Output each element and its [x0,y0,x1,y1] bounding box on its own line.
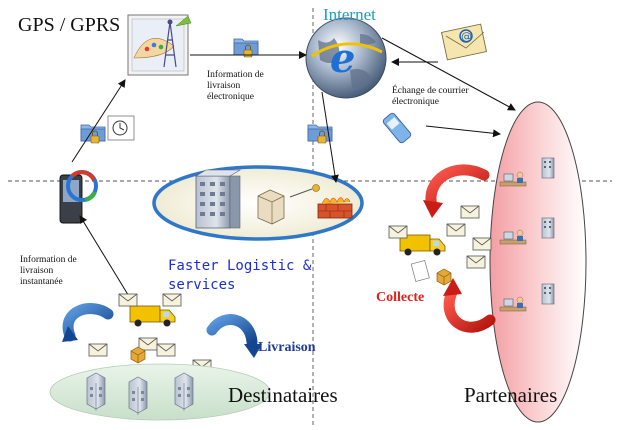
folder-lock-icon-2 [81,125,105,143]
company-name-label: Faster Logistic & services [168,258,312,293]
info-livraison-instantanee-label: Information de livraison instantanée [20,255,77,287]
gps-gprs-label: GPS / GPRS [18,14,121,36]
company-building-icon [194,169,242,229]
key-icon [289,184,320,198]
livraison-label: Livraison [258,340,316,355]
arrow-pda-to-gps [71,79,126,163]
folder-lock-icon-4 [107,115,135,141]
echange-courrier-label: Échange de courrier électronique [392,86,469,107]
arrow-internet-to-company [321,91,339,183]
firewall-icon [317,197,353,219]
collecte-label: Collecte [376,290,425,305]
arrow-internet-to-partners [381,37,516,111]
livraison-cycle-arrows [62,303,262,358]
destinataire-building-2 [128,376,148,416]
collecte-cycle-arrows [423,164,496,333]
partners-oval [489,101,587,423]
email-at-icon: @ [440,23,488,61]
svg-text:e: e [330,35,355,82]
internet-globe-icon: e [305,17,387,99]
destinataire-building-1 [86,372,106,412]
info-livraison-electronique-label: Information de livraison électronique [207,70,264,102]
destinataires-label: Destinataires [228,383,338,407]
arrow-delivery-to-pda [79,215,131,299]
svg-text:@: @ [461,30,472,43]
destinataire-building-3 [174,372,194,412]
collecte-envelopes [388,205,492,286]
folder-lock-icon-1 [234,39,258,57]
partenaires-label: Partenaires [464,383,558,407]
gps-antenna-icon [127,14,192,76]
cellphone-icon [382,112,412,144]
arrow-phone-to-partners [425,125,501,138]
pda-device-icon [59,170,98,224]
server-icon [257,189,285,225]
internet-label: Internet [323,5,376,24]
flow-arrows [71,37,516,299]
livraison-truck-icon [129,305,176,327]
